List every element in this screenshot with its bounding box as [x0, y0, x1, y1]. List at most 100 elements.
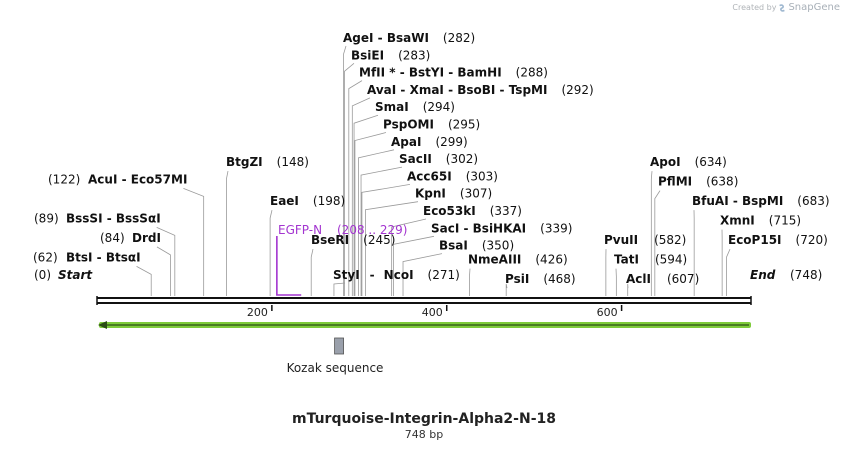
orf-arrow[interactable] [98, 321, 751, 329]
leader-pflmi [654, 190, 661, 296]
site-apoi[interactable]: ApoI [650, 155, 681, 169]
site-ncoi[interactable]: NcoI [384, 268, 414, 282]
site-kpni[interactable]: KpnI [415, 187, 446, 201]
leader-nmeaiii [469, 268, 471, 296]
sequence-length: 748 bp [405, 428, 443, 441]
site-acc65i[interactable]: Acc65I [407, 169, 452, 183]
site-pos-acli: (607) [667, 272, 699, 286]
leader-bsai [402, 253, 443, 296]
site-nmeaiii[interactable]: NmeAIII [468, 253, 521, 267]
site-pos-apai: (299) [435, 135, 467, 149]
site-bseri[interactable]: BseRI [311, 233, 349, 247]
site-bsssi-bsss-i[interactable]: BssSI - BssSαI [66, 211, 161, 225]
leader-bsssi-bsss-i [156, 227, 176, 296]
site-pos-nmeaiii: (426) [535, 253, 567, 267]
site-bsai[interactable]: BsaI [439, 239, 468, 253]
site-pos-saci-bsihkai: (339) [540, 221, 572, 235]
site-ecop15i[interactable]: EcoP15I [728, 233, 782, 247]
site-pspomi[interactable]: PspOMI [383, 118, 434, 132]
site-pos-pspomi: (295) [448, 118, 480, 132]
start-position: (0) [34, 268, 51, 282]
leader-acui-eco57mi [183, 188, 205, 296]
site-pos-ncoi: (271) [428, 268, 460, 282]
site-mfii-bstyi-bamhi[interactable]: MfII * - BstYI - BamHI [359, 66, 502, 80]
site-apai[interactable]: ApaI [391, 135, 421, 149]
site-pos-btgzi: (148) [277, 155, 309, 169]
leader-eaei [269, 210, 273, 296]
end-label: End [750, 268, 776, 282]
leader-sacii [360, 166, 403, 296]
start-label: Start [58, 268, 93, 282]
site-bfuai-bspmi[interactable]: BfuAI - BspMI [692, 194, 783, 208]
site-pos-agei-bsawi: (282) [443, 31, 475, 45]
map-title: mTurquoise-Integrin-Alpha2-N-18 [292, 411, 556, 427]
primer-mark[interactable] [276, 236, 302, 296]
site-acli[interactable]: AclI [626, 272, 651, 286]
site-pos-tati: (594) [655, 253, 687, 267]
site-drdi[interactable]: DrdI [132, 231, 161, 245]
site-pos-pflmi: (638) [706, 175, 738, 189]
orf-arrowhead-icon [98, 321, 107, 329]
snapgene-logo-icon [779, 3, 786, 12]
site-pflmi[interactable]: PflMI [658, 175, 692, 189]
site-pos-eaei: (198) [313, 194, 345, 208]
feature-box[interactable] [334, 337, 344, 355]
site-smai[interactable]: SmaI [375, 100, 409, 114]
credit-prefix: Created by [732, 3, 777, 12]
site-xmni[interactable]: XmnI [720, 214, 755, 228]
feature-kozak-sequence[interactable]: Kozak sequence [287, 337, 384, 375]
leader-apoi [650, 171, 653, 296]
site-acui-eco57mi[interactable]: AcuI - Eco57MI [88, 172, 187, 186]
site-labels: AgeI - BsaWI (282) BsiEI (283) MfII * - BstY… [33, 31, 830, 286]
site-eaei[interactable]: EaeI [270, 194, 299, 208]
site-eco53ki[interactable]: Eco53kI [423, 204, 476, 218]
site-pos-bsiei: (283) [398, 48, 430, 62]
site-sep[interactable]: - [370, 268, 375, 282]
site-pvuii[interactable]: PvuII [604, 233, 638, 247]
site-pos-mfii-bstyi-bamhi: (288) [516, 66, 548, 80]
site-pos-drdi: (84) [100, 231, 125, 245]
tick-label-400: 400 [422, 306, 443, 319]
site-btgzi[interactable]: BtgZI [226, 155, 263, 169]
site-pos-bseri: (245) [363, 233, 395, 247]
leader-avai-xmai-bsobi-tspmi [351, 97, 371, 296]
site-styi[interactable]: StyI [333, 268, 360, 282]
site-agei-bsawi[interactable]: AgeI - BsaWI [343, 31, 429, 45]
leader-mfii-bstyi-bamhi [348, 80, 363, 296]
site-pos-pvuii: (582) [654, 233, 686, 247]
credit-brand: SnapGene [788, 2, 840, 13]
site-pos-btsi-bts-i: (62) [33, 250, 58, 264]
leader-agei-bsawi [343, 45, 347, 296]
leader-acc65i [361, 184, 411, 296]
leader-apai [358, 149, 395, 296]
leader-psii [505, 283, 508, 296]
leader-ecop15i [726, 248, 731, 296]
primer-range: (208 .. 229) [337, 223, 407, 237]
site-pos-bsai: (350) [482, 239, 514, 253]
site-leader-lines [136, 45, 731, 296]
leader-btgzi [226, 171, 229, 296]
leader-btsi-bts-i [136, 266, 152, 296]
leader-eco53ki [391, 218, 427, 296]
site-pos-ecop15i: (720) [796, 233, 828, 247]
leader-saci-bsihkai [392, 235, 435, 296]
site-pos-smai: (294) [423, 100, 455, 114]
site-tati[interactable]: TatI [614, 253, 639, 267]
primer-egfp-n[interactable]: EGFP-N(208 .. 229) [276, 223, 408, 296]
site-bsiei[interactable]: BsiEI [351, 48, 384, 62]
site-pos-psii: (468) [543, 272, 575, 286]
site-avai-xmai-bsobi-tspmi[interactable]: AvaI - XmaI - BsoBI - TspMI [367, 83, 547, 97]
leader-pspomi [354, 132, 387, 296]
leader-styi [333, 282, 346, 296]
site-psii[interactable]: PsiI [505, 272, 529, 286]
snapgene-credit: Created by SnapGene [732, 2, 840, 13]
site-btsi-bts-i[interactable]: BtsI - BtsαI [66, 250, 141, 264]
tick-label-200: 200 [247, 306, 268, 319]
site-sacii[interactable]: SacII [399, 152, 432, 166]
site-saci-bsihkai[interactable]: SacI - BsiHKAI [431, 221, 526, 235]
leader-bsiei [344, 62, 355, 296]
site-pos-bfuai-bspmi: (683) [797, 194, 829, 208]
site-pos-acc65i: (303) [466, 169, 498, 183]
